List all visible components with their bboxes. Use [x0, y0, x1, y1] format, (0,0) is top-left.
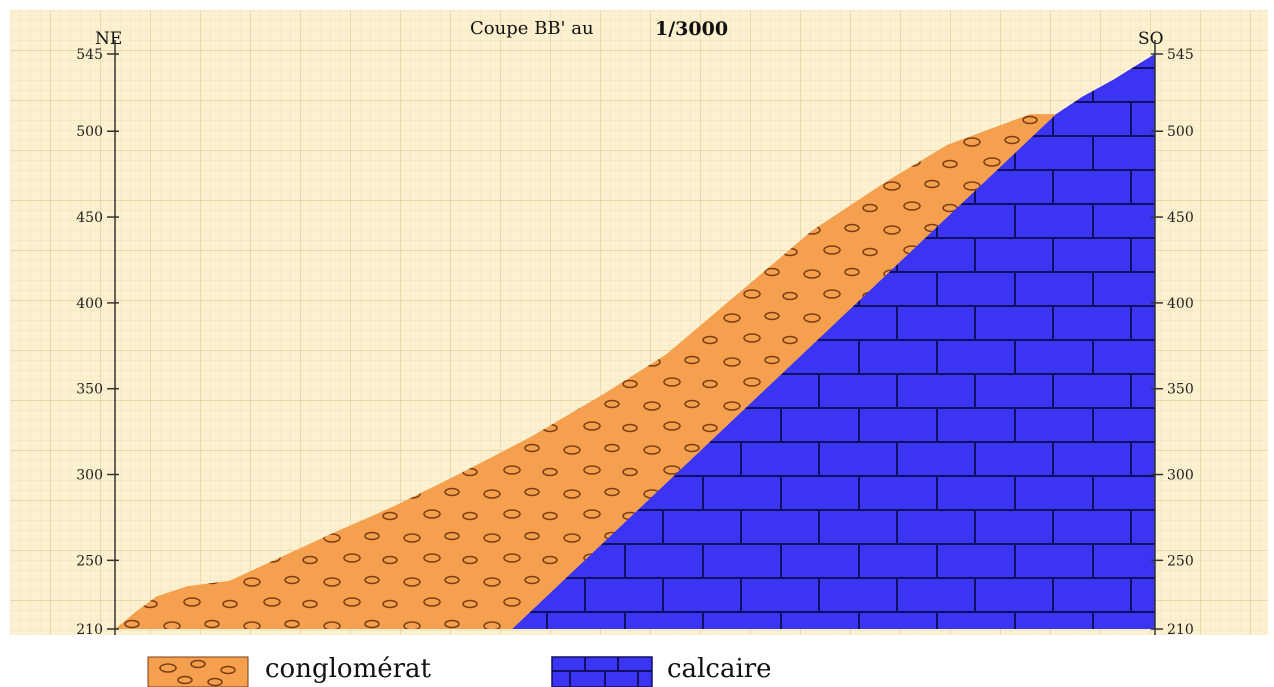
tick-label-right-250: 250	[1167, 553, 1194, 569]
tick-label-left-545: 545	[76, 47, 103, 63]
tick-label-right-350: 350	[1167, 382, 1194, 398]
tick-label-right-500: 500	[1167, 124, 1194, 140]
rock-layers	[115, 54, 1155, 630]
tick-label-right-450: 450	[1167, 210, 1194, 226]
legend: conglomérat calcaire	[147, 654, 772, 687]
tick-label-left-210: 210	[76, 622, 103, 638]
tick-label-right-545: 545	[1167, 47, 1194, 63]
layer-conglomerat-texture	[115, 114, 1057, 630]
chart-title-scale: 1/3000	[655, 18, 728, 40]
legend-label-calcaire: calcaire	[667, 654, 772, 684]
tick-label-right-210: 210	[1167, 622, 1194, 638]
tick-label-left-400: 400	[76, 296, 103, 312]
direction-left-label: NE	[95, 29, 122, 49]
legend-label-conglomerat: conglomérat	[265, 654, 432, 684]
axis-ticks: 210 210 250 250 300 300 350 350 400 400 450 450 500 5…	[76, 47, 1193, 638]
tick-label-right-300: 300	[1167, 468, 1194, 484]
tick-label-left-450: 450	[76, 210, 103, 226]
tick-label-left-350: 350	[76, 382, 103, 398]
legend-swatch-calcaire	[551, 656, 653, 687]
legend-swatch-conglomerat	[147, 656, 249, 687]
direction-right-label: SO	[1138, 29, 1164, 49]
tick-label-right-400: 400	[1167, 296, 1194, 312]
chart-title-prefix: Coupe BB' au	[470, 18, 594, 39]
tick-label-left-300: 300	[76, 468, 103, 484]
layer-calcaire-texture	[512, 54, 1155, 629]
tick-label-left-250: 250	[76, 553, 103, 569]
tick-label-left-500: 500	[76, 124, 103, 140]
